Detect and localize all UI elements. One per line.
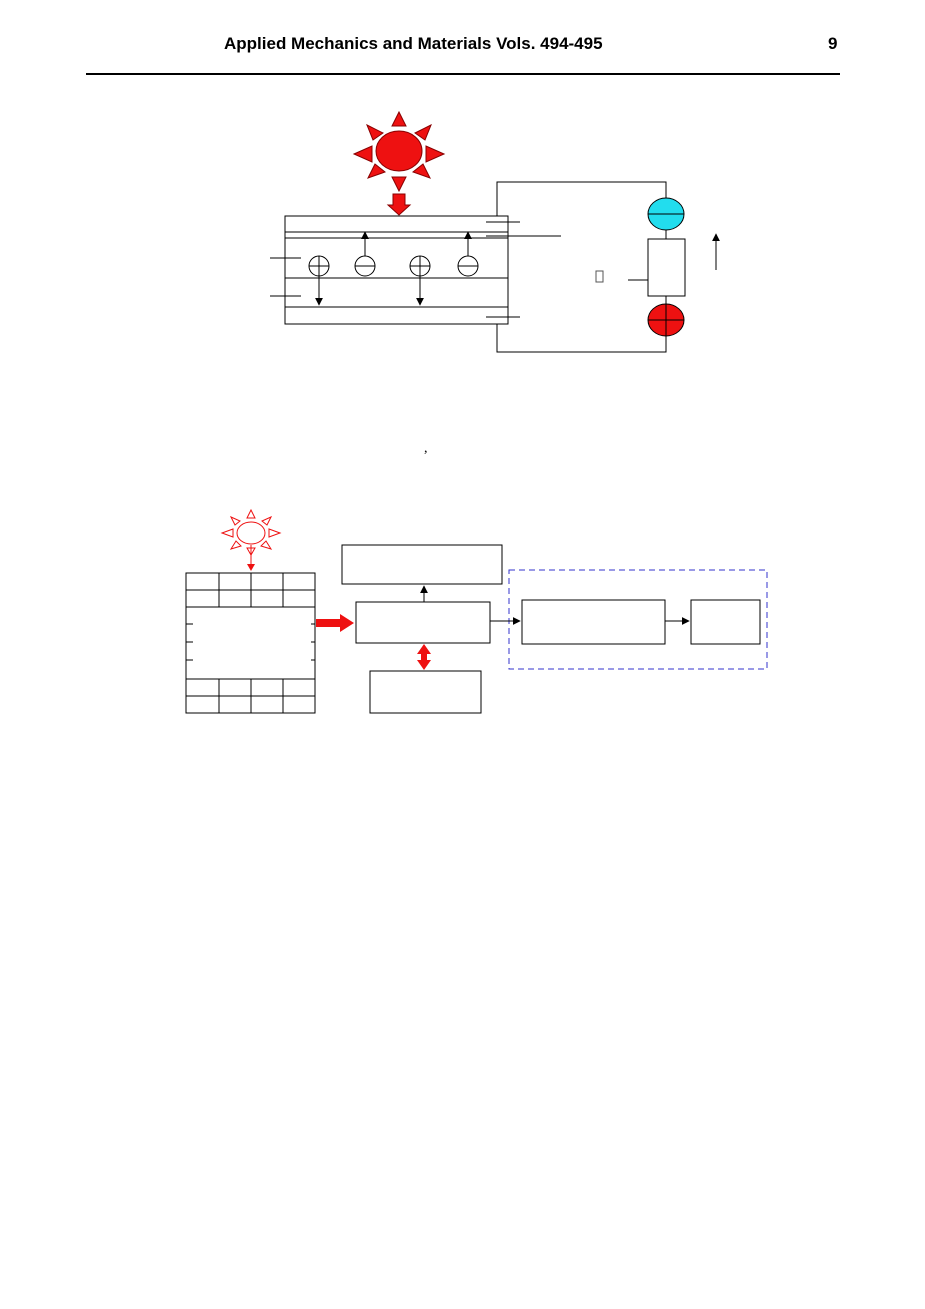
solar-cell-figure [270, 110, 720, 353]
cathode-icon [647, 303, 685, 337]
electron-icon [354, 255, 376, 277]
anode-icon [647, 197, 685, 231]
block-controller [355, 601, 491, 644]
load-resistor [647, 238, 686, 297]
small-sun-arrowhead [247, 564, 255, 571]
page-number: 9 [828, 34, 838, 53]
pv-panel [185, 572, 316, 714]
block-top [341, 544, 503, 585]
header-rule [86, 73, 840, 75]
electron-icon [457, 255, 479, 277]
small-sun-icon [220, 508, 282, 557]
running-header-title: Applied Mechanics and Materials Vols. 49… [224, 34, 603, 53]
block-diagram-figure [185, 508, 768, 714]
dashed-group [508, 569, 768, 670]
sun-icon [352, 110, 446, 193]
light-arrow-icon [386, 193, 412, 216]
block-battery [369, 670, 482, 714]
bidirectional-arrow-icon [417, 644, 431, 670]
carrier-arrows [315, 231, 472, 306]
block-load [690, 599, 761, 645]
block-inverter [521, 599, 666, 645]
missing-glyph-icon [595, 270, 604, 283]
hole-icon [308, 255, 330, 277]
external-circuit [496, 181, 686, 353]
hole-icon [409, 255, 431, 277]
carriers [308, 255, 479, 277]
power-flow-arrow-icon [316, 614, 354, 632]
stray-comma: , [424, 441, 428, 456]
